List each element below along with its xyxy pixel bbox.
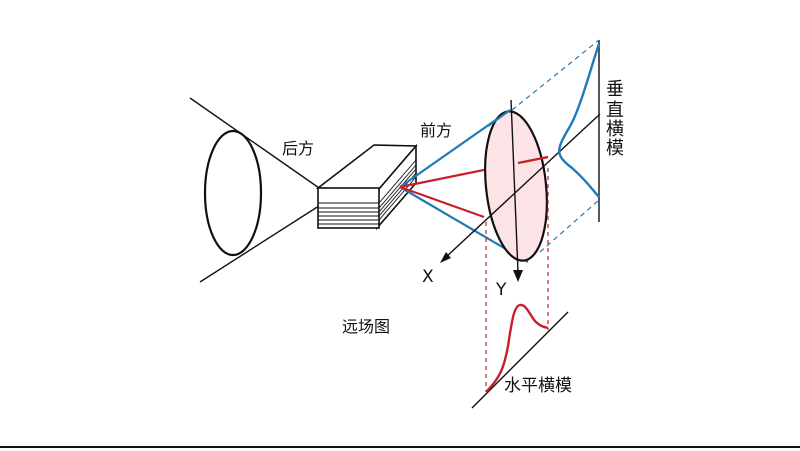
rear-cone-lower-line bbox=[199, 203, 323, 283]
blue-beam-upper-end bbox=[487, 109, 511, 127]
front-label: 前方 bbox=[420, 121, 452, 140]
laser-chip bbox=[315, 143, 418, 231]
bottom-divider bbox=[0, 446, 800, 448]
horizontal-mode-projection bbox=[471, 168, 569, 409]
y-axis-arrowhead bbox=[513, 270, 523, 282]
blue-dashed-projection-lower bbox=[539, 199, 600, 253]
x-axis-line bbox=[445, 113, 601, 258]
horizontal-mode-axis bbox=[471, 311, 569, 409]
vertical-mode-char-3: 横 bbox=[606, 119, 624, 140]
blue-dashed-projection-upper bbox=[511, 39, 600, 111]
horizontal-mode-label: 水平横模 bbox=[504, 376, 572, 396]
horizontal-mode-profile-curve bbox=[485, 303, 549, 393]
x-axis-label: X bbox=[422, 267, 434, 287]
vertical-mode-label: 垂 直 横 模 bbox=[606, 79, 624, 159]
red-beam-lower bbox=[399, 185, 485, 219]
rear-far-field-ellipse bbox=[203, 129, 263, 257]
red-beam-upper-end bbox=[517, 155, 549, 165]
rear-cone-upper-line bbox=[189, 97, 323, 191]
vertical-mode-projection bbox=[511, 39, 601, 253]
vertical-mode-profile-curve bbox=[558, 43, 601, 198]
y-axis-label: Y bbox=[495, 280, 507, 300]
rear-emission bbox=[189, 97, 323, 283]
rear-label: 后方 bbox=[282, 139, 314, 158]
front-far-field bbox=[440, 99, 601, 282]
far-field-label: 远场图 bbox=[342, 317, 390, 336]
vertical-mode-char-1: 垂 bbox=[606, 79, 624, 100]
vertical-mode-char-2: 直 bbox=[606, 100, 624, 121]
x-axis-arrowhead bbox=[440, 252, 451, 263]
y-axis-line bbox=[510, 99, 519, 273]
vertical-mode-char-4: 模 bbox=[606, 138, 624, 159]
